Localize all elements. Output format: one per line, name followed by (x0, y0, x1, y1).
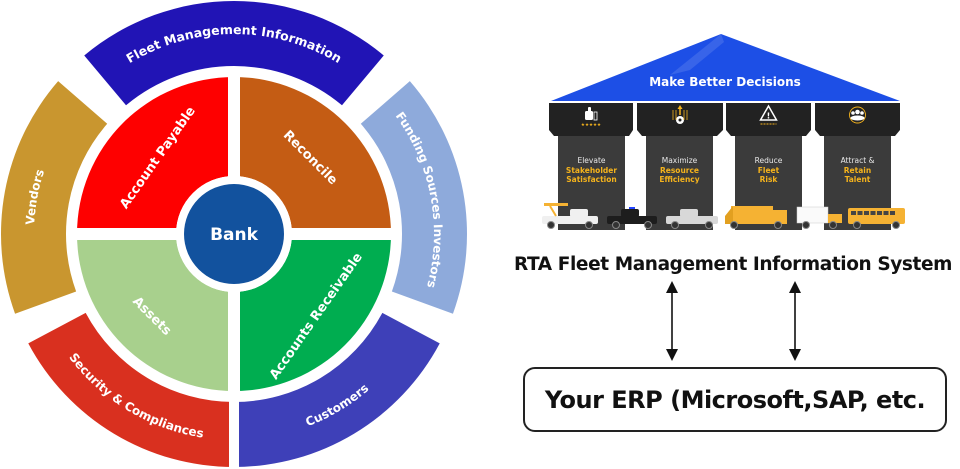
outer-segment-security-and-compliances (28, 312, 235, 467)
pillar-line1: Elevate (577, 156, 605, 165)
erp-label: Your ERP (Microsoft,SAP, etc. (544, 385, 926, 414)
roof-highlight (670, 34, 724, 75)
pillar-line2: Fleet (758, 166, 780, 175)
pillar-shaft (558, 130, 625, 230)
outer-segment-fleet-management-information (84, 1, 384, 106)
warning-triangle-icon: ! (759, 104, 778, 125)
outer-segment-customers (234, 312, 440, 467)
bank-circle (184, 184, 284, 284)
police-suv-icon (607, 207, 657, 229)
inner-segment-account-payable (77, 77, 234, 234)
roof-label: Make Better Decisions (649, 75, 801, 89)
bucket-truck-icon (542, 203, 598, 229)
pillar-line1: Maximize (662, 156, 698, 165)
vehicles-row (542, 203, 905, 229)
make-better-decisions-temple: Make Better Decisions ★★★★★ ElevateStakeh… (542, 34, 905, 230)
pillar-line2: Stakeholder (566, 166, 617, 175)
sync-arrows (666, 281, 801, 361)
bank-label: Bank (210, 225, 259, 245)
outer-segment-funding-sources-investors (360, 81, 467, 314)
thumbs-up-stars-icon: ★★★★★ (581, 107, 601, 128)
pillar-line2: Retain (844, 166, 871, 175)
inner-segment-reconcile (234, 77, 391, 234)
pillar-line3: Talent (845, 175, 871, 184)
pillar-line1: Attract & (841, 156, 875, 165)
team-people-icon (849, 106, 866, 124)
system-title: RTA Fleet Management Information System (514, 254, 952, 275)
box-van-icon (796, 206, 842, 229)
pillar-line2: Resource (660, 166, 699, 175)
inner-segment-accounts-receivable (234, 234, 391, 391)
pickup-truck-icon (666, 209, 718, 229)
double-arrow-icon (789, 281, 801, 361)
pillar-line3: Satisfaction (566, 175, 617, 184)
roof-pediment (551, 34, 900, 101)
double-arrow-icon (666, 281, 678, 361)
school-bus-icon (848, 208, 905, 229)
outer-segment-vendors (0, 81, 108, 314)
inner-segment-assets (77, 234, 234, 391)
pillar-shaft (646, 130, 713, 230)
pillar-line1: Reduce (755, 156, 783, 165)
erp-box: Your ERP (Microsoft,SAP, etc. (523, 367, 947, 432)
svg-text:★★★★★: ★★★★★ (581, 122, 601, 128)
gear-arrows-up-icon (672, 105, 688, 124)
svg-text:!: ! (767, 112, 771, 121)
outer-ring (0, 1, 467, 469)
garbage-truck-icon (725, 206, 787, 229)
pillar-line3: Risk (760, 175, 779, 184)
pillar-line3: Efficiency (659, 175, 699, 184)
